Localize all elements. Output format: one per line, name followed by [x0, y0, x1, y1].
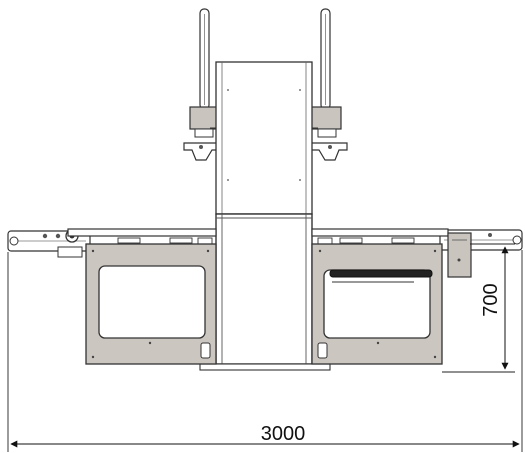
- width-dimension-label: 3000: [261, 423, 306, 445]
- left-guide-post: [199, 8, 210, 110]
- height-dimension-label: 700: [480, 283, 502, 316]
- control-box: [447, 232, 472, 278]
- central-column: [199, 213, 331, 371]
- right-cabinet: [311, 243, 443, 365]
- left-cabinet: [85, 243, 217, 365]
- height-dimension: [442, 243, 515, 373]
- width-dimension: [7, 250, 523, 452]
- left-table-top: [67, 228, 217, 245]
- central-tower: [210, 61, 318, 215]
- left-clamp-assembly: [183, 106, 221, 161]
- right-table-top: [311, 228, 449, 245]
- right-clamp-assembly: [310, 106, 348, 161]
- right-guide-post: [320, 8, 331, 110]
